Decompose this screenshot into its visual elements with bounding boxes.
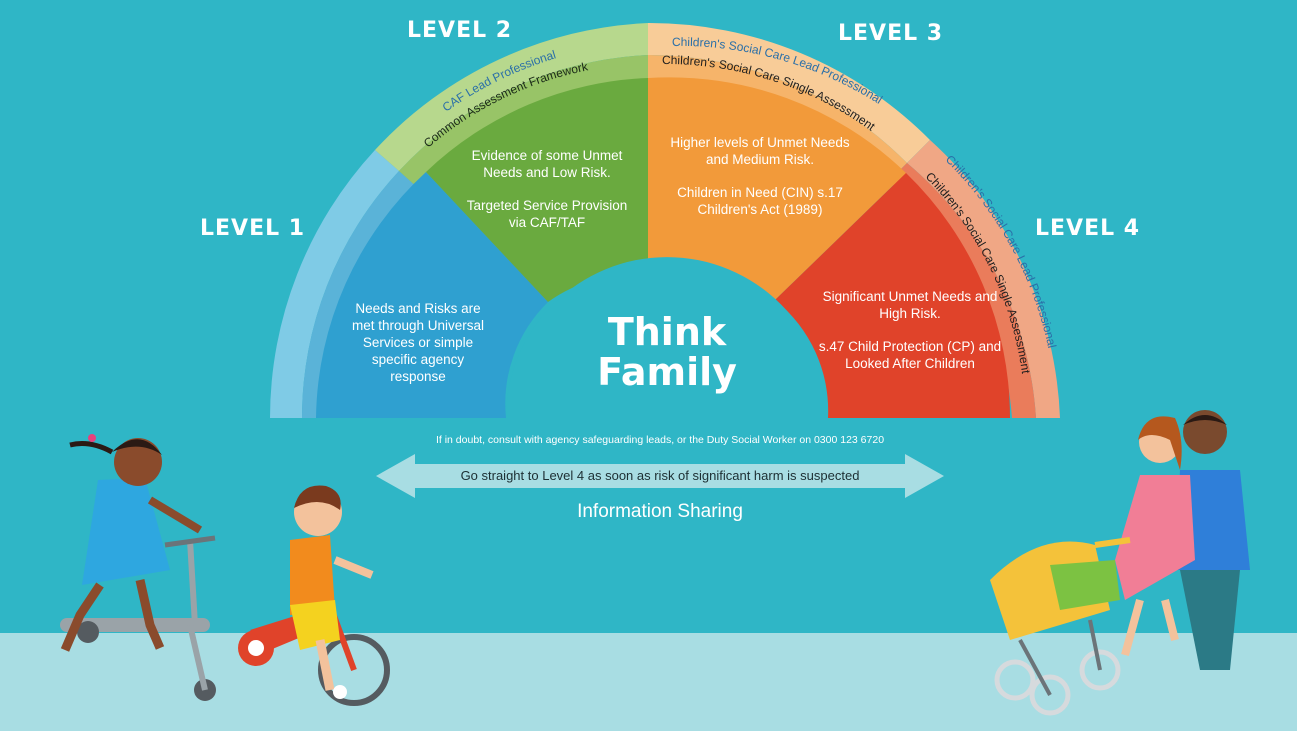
level-2-needs-text: Evidence of some Unmet Needs and Low Ris… [471,148,623,180]
level-2-description: Evidence of some Unmet Needs and Low Ris… [462,147,632,231]
level-3-cin-text: Children in Need (CIN) s.17 Children's A… [677,185,843,217]
level-4-cp-text: s.47 Child Protection (CP) and Looked Af… [818,339,1002,371]
double-arrow [376,454,944,498]
arrow-text: Go straight to Level 4 as soon as risk o… [460,468,860,483]
level-4-label: LEVEL 4 [1035,216,1141,241]
level-4-needs-text: Significant Unmet Needs and High Risk. [822,289,998,321]
center-title: Think Family [567,312,767,392]
level-3-label: LEVEL 3 [838,21,944,46]
center-title-line-2: Family [597,350,737,394]
boy-on-tricycle-illustration [238,485,390,706]
level-1-text: Needs and Risks are met through Universa… [351,301,485,384]
level-3-needs-text: Higher levels of Unmet Needs and Medium … [670,135,850,167]
information-sharing-label: Information Sharing [577,501,743,522]
ground [0,633,1297,731]
level-2-label: LEVEL 2 [407,18,513,43]
center-circle [506,257,828,418]
level1-segment [316,172,548,418]
level4-segment [775,173,1011,418]
level-2-service-text: Targeted Service Provision via CAF/TAF [466,198,628,230]
level3-segment [648,77,906,300]
level2-segment [426,78,648,302]
level-4-description: Significant Unmet Needs and High Risk. s… [815,288,1005,372]
level-1-description: Needs and Risks are met through Universa… [343,300,493,385]
girl-on-scooter-illustration [60,434,216,701]
consult-note: If in doubt, consult with agency safegua… [435,434,885,446]
level-3-description: Higher levels of Unmet Needs and Medium … [665,134,855,218]
center-title-line-1: Think [607,310,727,354]
couple-with-pram-illustration [990,410,1250,716]
level-1-label: LEVEL 1 [200,216,306,241]
